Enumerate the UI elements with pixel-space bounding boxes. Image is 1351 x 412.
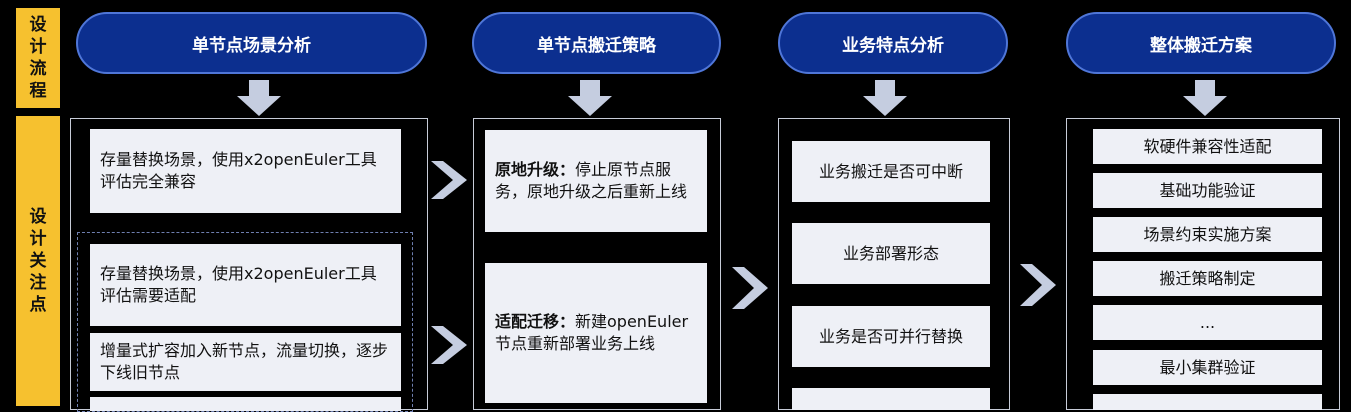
card-text: 适配迁移：新建openEuler节点重新部署业务上线 [495, 311, 697, 355]
right-arrow-icon [431, 161, 469, 199]
card-text: 业务是否可并行替换 [818, 326, 963, 346]
down-arrow-icon [566, 80, 614, 116]
card-text: 场景约束实施方案 [1143, 224, 1272, 244]
down-arrow-icon [861, 80, 909, 116]
card-text: 原地升级：停止原节点服务，原地升级之后重新上线 [495, 159, 697, 203]
stage-pill-strategy: 单节点搬迁策略 [472, 12, 721, 74]
strategy-adapt-title: 适配迁移： [495, 312, 576, 331]
stage-pill-scenario: 单节点场景分析 [76, 12, 427, 74]
design-flow-label: 设计流程 [16, 8, 60, 108]
plan-card-basic: 基础功能验证 [1093, 173, 1322, 208]
card-text: 最小集群验证 [1159, 357, 1256, 377]
card-text: ... [1199, 312, 1216, 332]
plan-card-compat: 软硬件兼容性适配 [1093, 129, 1322, 164]
strategy-card-adapt: 适配迁移：新建openEuler节点重新部署业务上线 [485, 263, 707, 403]
design-focus-text: 设计关注点 [29, 207, 47, 315]
card-text: 存量替换场景，使用x2openEuler工具评估完全兼容 [100, 150, 377, 191]
plan-card-partial [1093, 394, 1322, 410]
strategy-inplace-desc: 停止原节点服务，原地升级之后重新上线 [495, 160, 688, 201]
scenario-card-compatible: 存量替换场景，使用x2openEuler工具评估完全兼容 [90, 129, 401, 213]
card-text: 搬迁策略制定 [1159, 268, 1256, 288]
stage-pill-plan: 整体搬迁方案 [1066, 12, 1336, 74]
card-text: 存量替换场景，使用x2openEuler工具评估需要适配 [100, 264, 377, 305]
card-text: 业务搬迁是否可中断 [818, 161, 963, 181]
down-arrow-icon [1181, 80, 1229, 116]
strategy-card-inplace: 原地升级：停止原节点服务，原地升级之后重新上线 [485, 130, 707, 232]
card-text: 业务部署形态 [842, 243, 939, 263]
card-text: 基础功能验证 [1159, 180, 1256, 200]
card-text: 软硬件兼容性适配 [1143, 136, 1272, 156]
strategy-inplace-title: 原地升级： [495, 160, 576, 179]
plan-card-constraint: 场景约束实施方案 [1093, 217, 1322, 252]
stage-title: 整体搬迁方案 [1150, 35, 1252, 56]
design-flow-text: 设计流程 [29, 15, 47, 101]
plan-card-strategy: 搬迁策略制定 [1093, 261, 1322, 296]
down-arrow-icon [235, 80, 283, 116]
scenario-card-adapt: 存量替换场景，使用x2openEuler工具评估需要适配 [90, 244, 401, 326]
stage-title: 单节点场景分析 [192, 35, 311, 56]
right-arrow-icon [431, 326, 469, 364]
right-arrow-icon [732, 267, 770, 309]
right-arrow-icon [1020, 264, 1058, 306]
plan-card-ellipsis: ... [1093, 305, 1322, 340]
scenario-card-partial [90, 397, 401, 411]
stage-title: 业务特点分析 [842, 35, 944, 56]
card-text: 增量式扩容加入新节点，流量切换，逐步下线旧节点 [100, 341, 389, 382]
stage-pill-business: 业务特点分析 [778, 12, 1008, 74]
design-focus-label: 设计关注点 [16, 116, 60, 406]
strategy-adapt-desc: 新建openEuler节点重新部署业务上线 [495, 312, 689, 353]
scenario-card-scaleout: 增量式扩容加入新节点，流量切换，逐步下线旧节点 [90, 333, 401, 391]
business-card-parallel: 业务是否可并行替换 [792, 306, 990, 367]
plan-card-cluster: 最小集群验证 [1093, 350, 1322, 385]
business-card-deploy: 业务部署形态 [792, 223, 990, 284]
business-card-interrupt: 业务搬迁是否可中断 [792, 141, 990, 202]
business-card-partial [792, 388, 990, 410]
stage-title: 单节点搬迁策略 [537, 35, 656, 56]
